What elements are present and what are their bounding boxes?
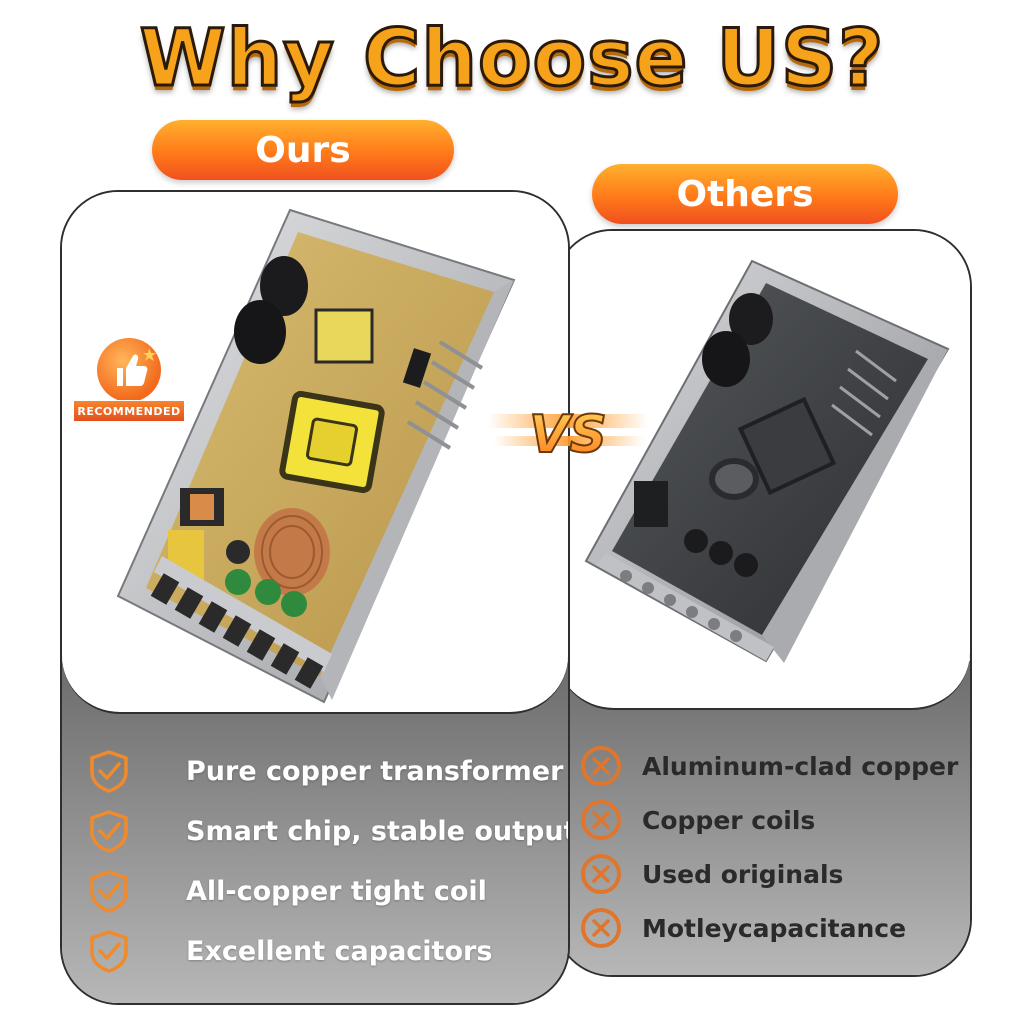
- others-feature-row: Copper coils: [578, 797, 815, 843]
- ours-product-photo: [62, 192, 568, 714]
- ours-feature-row: All-copper tight coil: [86, 868, 487, 914]
- gray-power-supply-image: [584, 259, 950, 663]
- vs-icon: VS: [488, 404, 648, 466]
- ours-feature-row: Pure copper transformer: [86, 748, 563, 794]
- recommended-ribbon: RECOMMENDED: [73, 400, 185, 422]
- others-feature-row: Motleycapacitance: [578, 905, 906, 951]
- x-circle-icon: [581, 908, 621, 948]
- shield-check-icon: [90, 930, 128, 973]
- others-feature-row: Used originals: [578, 851, 843, 897]
- x-circle-icon: [581, 854, 621, 894]
- versus-emblem: VS: [488, 392, 648, 476]
- yellow-power-supply-image: [116, 208, 516, 704]
- shield-check-icon: [90, 750, 128, 793]
- others-feature-text: Aluminum-clad copper: [642, 751, 959, 781]
- ours-features-panel: [62, 662, 568, 1003]
- ours-feature-text: Smart chip, stable output: [186, 815, 570, 847]
- others-features-panel: [556, 661, 970, 975]
- others-label: Others: [592, 164, 898, 224]
- others-feature-text: Motleycapacitance: [642, 913, 907, 943]
- ours-feature-text: Pure copper transformer: [186, 755, 564, 787]
- shield-check-icon: [90, 810, 128, 853]
- others-product-photo: [556, 231, 970, 710]
- ours-feature-row: Excellent capacitors: [86, 928, 492, 974]
- thumbs-up-icon: [97, 338, 161, 402]
- shield-check-icon: [90, 870, 128, 913]
- x-circle-icon: [581, 800, 621, 840]
- ours-label: Ours: [152, 120, 454, 180]
- ours-feature-text: Excellent capacitors: [186, 935, 493, 967]
- ours-feature-row: Smart chip, stable output: [86, 808, 570, 854]
- recommended-badge: RECOMMENDED: [73, 338, 185, 430]
- others-card: Aluminum-clad copper Copper coils Used o…: [554, 229, 972, 977]
- others-feature-text: Copper coils: [642, 805, 816, 835]
- ours-card: Pure copper transformer Smart chip, stab…: [60, 190, 570, 1005]
- ours-feature-text: All-copper tight coil: [186, 875, 487, 907]
- others-feature-row: Aluminum-clad copper: [578, 743, 958, 789]
- page-title: Why Choose US?: [138, 13, 885, 106]
- others-feature-text: Used originals: [642, 859, 844, 889]
- vs-text: VS: [529, 405, 607, 465]
- x-circle-icon: [581, 746, 621, 786]
